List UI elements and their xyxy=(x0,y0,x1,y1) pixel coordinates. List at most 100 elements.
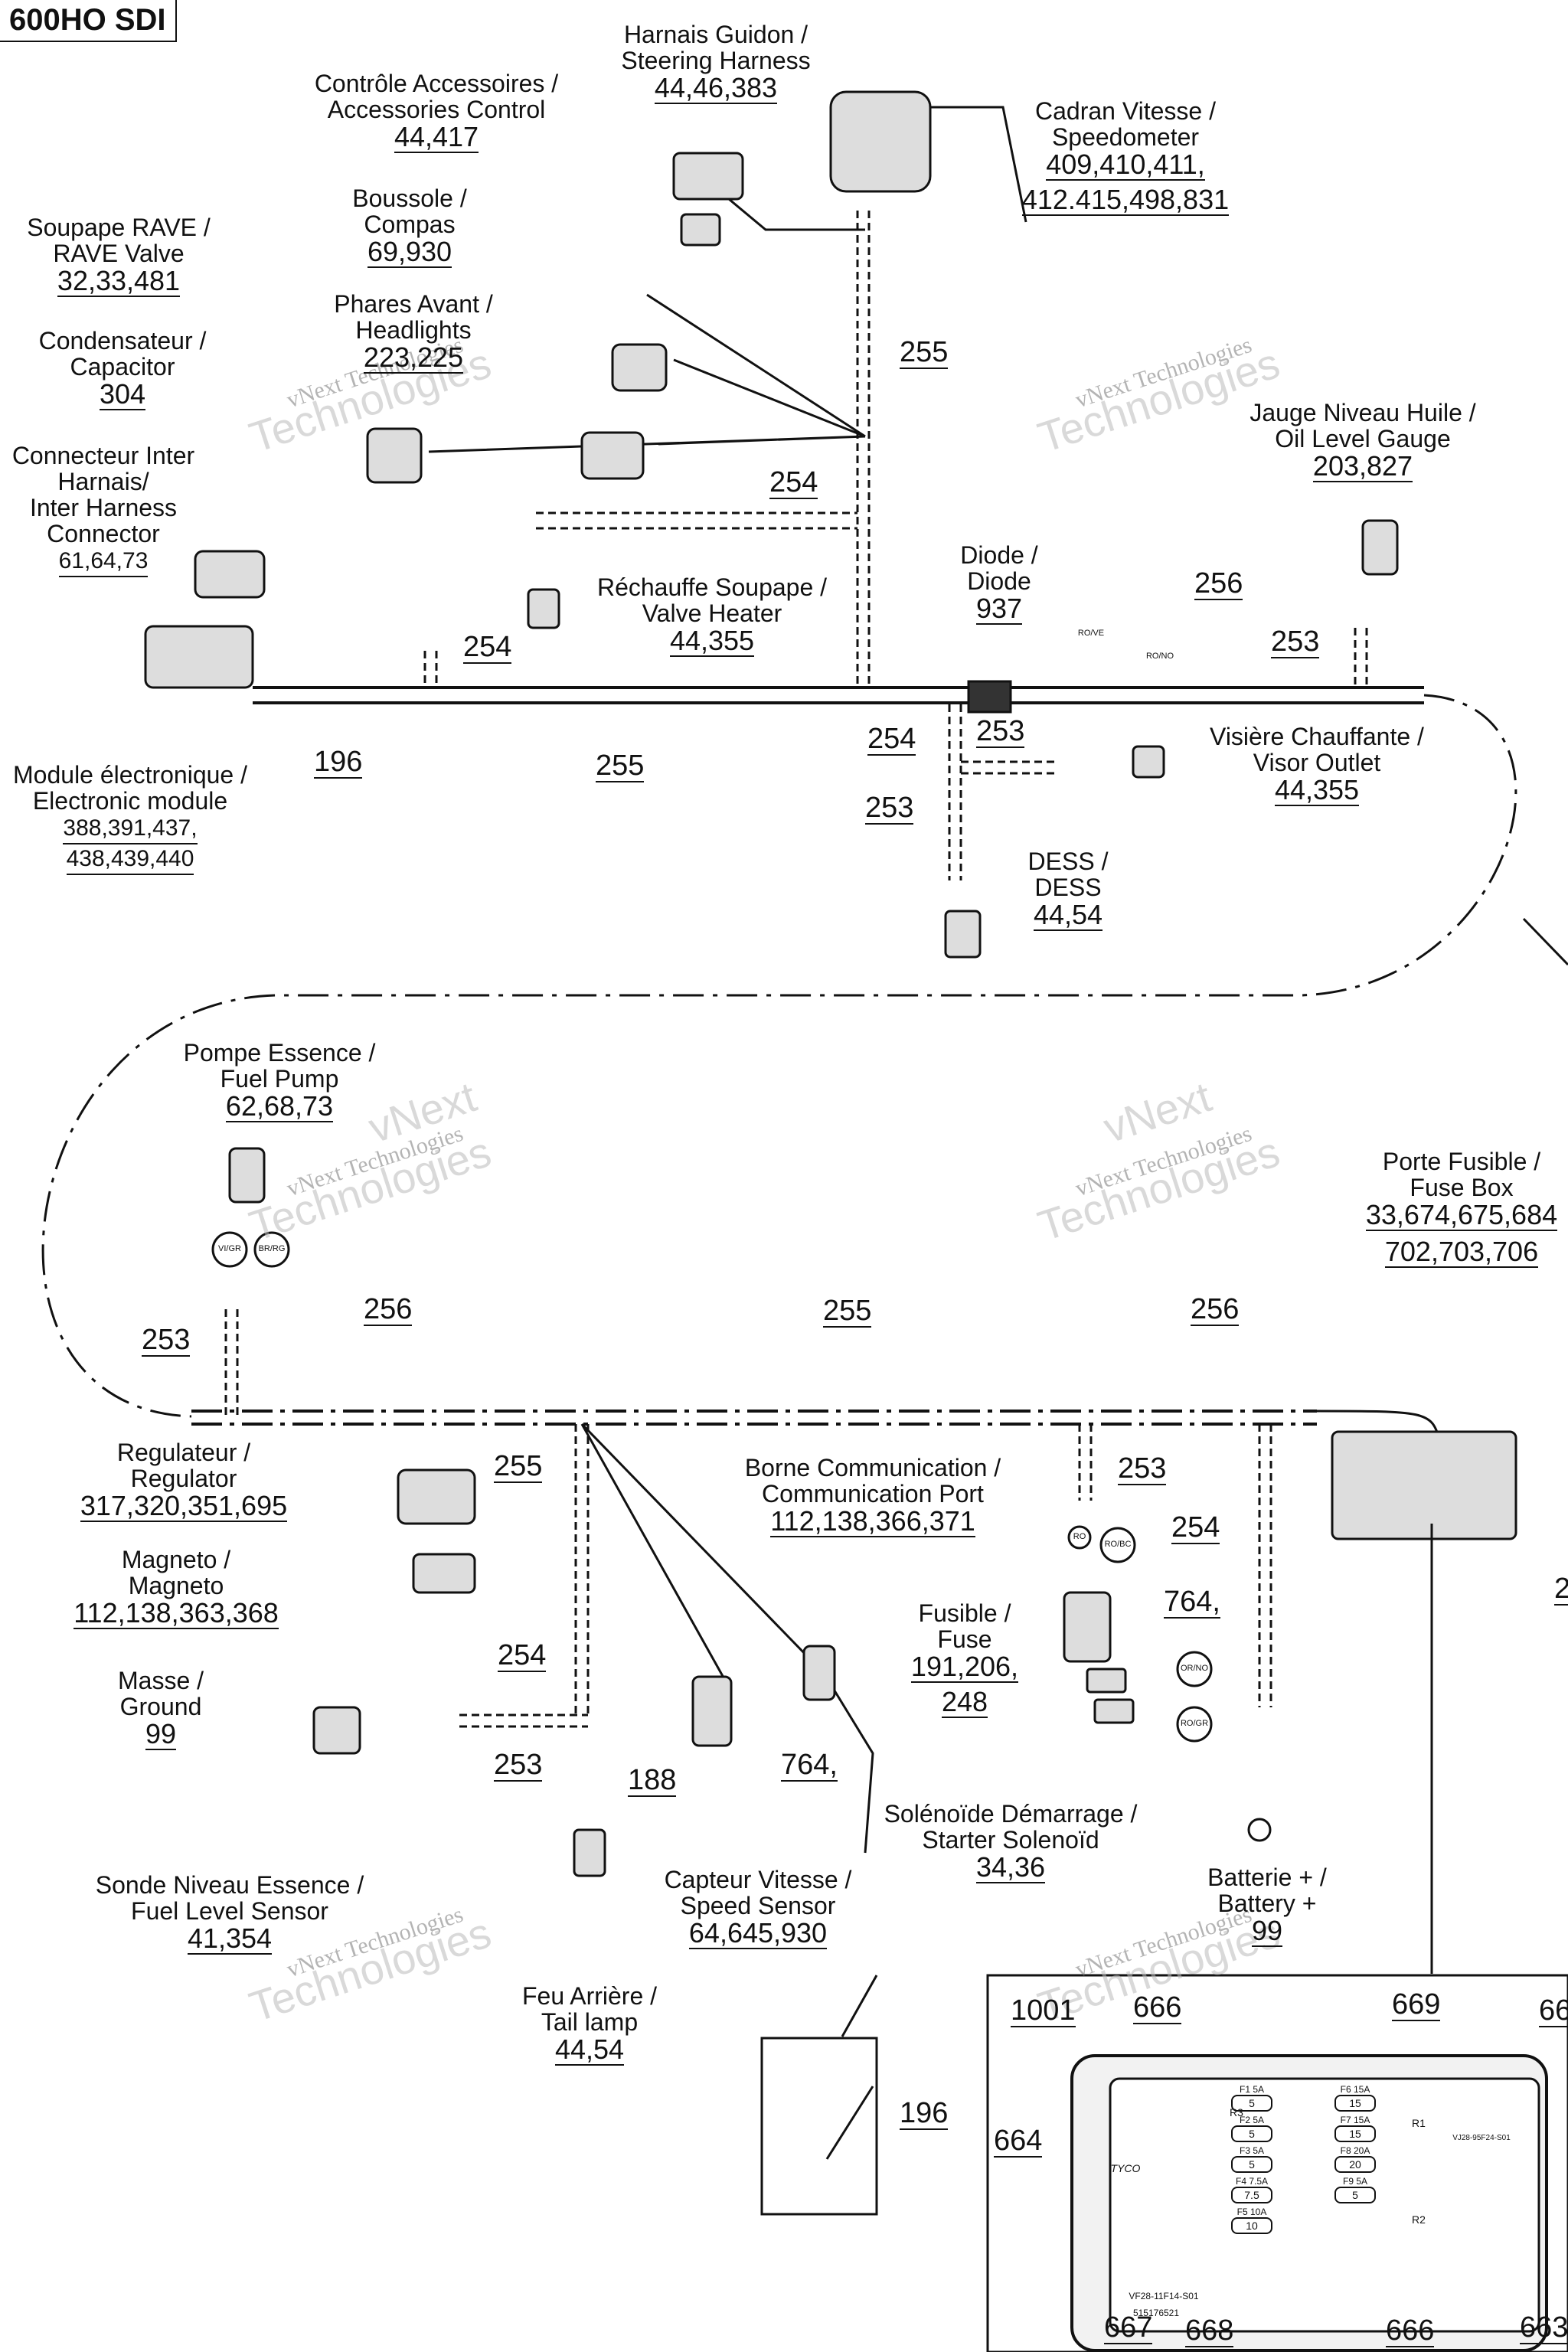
label-en: Electronic module xyxy=(32,787,228,815)
label-fr: Visière Chauffante / xyxy=(1210,723,1424,750)
inset-ref: 663 xyxy=(1520,2311,1568,2344)
model-tag: 600HO SDI xyxy=(0,0,177,42)
wire-ref: 254 xyxy=(498,1639,547,1672)
label-en: Magneto xyxy=(128,1572,224,1599)
fuse-value: 10 xyxy=(1231,2217,1272,2234)
fuse-value: 5 xyxy=(1231,2156,1272,2173)
fuse-box-label: Porte Fusible / Fuse Box 33,674,675,684 … xyxy=(1355,1148,1568,1268)
label-fr: DESS / xyxy=(1027,848,1109,875)
label-en: DESS xyxy=(1034,874,1102,901)
label-en: Starter Solenoïd xyxy=(922,1826,1099,1854)
speed-sensor-label: Capteur Vitesse / Speed Sensor 64,645,93… xyxy=(643,1867,873,1949)
inset-ref: 669 xyxy=(1392,1988,1441,2021)
speedometer-label: Cadran Vitesse / Speedometer 409,410,411… xyxy=(995,98,1256,216)
wire-color-tag: BR/RG xyxy=(258,1244,286,1253)
fuse-box-serial: 515176521 xyxy=(1132,2308,1180,2318)
electronic-module-label: Module électronique / Electronic module … xyxy=(0,762,260,875)
wire-ref: 255 xyxy=(823,1295,872,1328)
starter-solenoid-label: Solénoïde Démarrage / Starter Solenoïd 3… xyxy=(865,1801,1156,1883)
wire-ref: 764, xyxy=(1164,1586,1220,1619)
wire-ref: 255 xyxy=(900,336,949,369)
wire-color-tag: RO xyxy=(1073,1532,1086,1541)
label-en: Steering Harness xyxy=(621,47,811,74)
inset-ref: 668 xyxy=(1185,2314,1234,2347)
inter-harness-label: Connecteur Inter Harnais/ Inter Harness … xyxy=(0,443,207,577)
label-fr: Pompe Essence / xyxy=(183,1039,376,1067)
wire-ref: 254 xyxy=(769,466,818,499)
label-en: RAVE Valve xyxy=(53,240,185,267)
steering-harness-label: Harnais Guidon / Steering Harness 44,46,… xyxy=(612,21,819,104)
fuse-label: F6 15A xyxy=(1340,2084,1370,2095)
fuse-slot-f5: F5 10A 10 xyxy=(1225,2207,1279,2234)
part-refs: 248 xyxy=(941,1686,988,1718)
wire-ref: 253 xyxy=(1271,626,1320,658)
part-refs: 44,46,383 xyxy=(654,72,778,104)
part-refs: 44,54 xyxy=(1033,899,1103,931)
part-refs: 99 xyxy=(145,1718,177,1750)
fuse-value: 7.5 xyxy=(1231,2187,1272,2203)
label-fr: Harnais Guidon / xyxy=(623,21,808,48)
fuse-value: 5 xyxy=(1231,2125,1272,2142)
fuse-slot-f2: F2 5A 5 xyxy=(1225,2115,1279,2142)
label-fr: Borne Communication / xyxy=(744,1454,1001,1481)
label-fr: Sonde Niveau Essence / xyxy=(95,1871,364,1899)
part-refs: 99 xyxy=(1251,1915,1283,1947)
label-en: Visor Outlet xyxy=(1253,749,1381,776)
wire-ref: 253 xyxy=(142,1324,191,1357)
part-refs: 412.415,498,831 xyxy=(1021,184,1230,216)
wire-color-tag: RO/BC xyxy=(1104,1540,1132,1549)
label-fr: Diode / xyxy=(960,541,1038,569)
fuse-slot-f7: F7 15A 15 xyxy=(1328,2115,1382,2142)
label-en: Fuse Box xyxy=(1410,1174,1514,1201)
inset-ref: 666 xyxy=(1386,2314,1435,2347)
valve-heater-label: Réchauffe Soupape / Valve Heater 44,355 xyxy=(582,574,842,657)
part-refs: 41,354 xyxy=(187,1922,273,1955)
wire-ref: 764, xyxy=(781,1749,838,1782)
wire-color-tag: VI/GR xyxy=(218,1244,241,1253)
label-fr: Phares Avant / xyxy=(334,290,493,318)
part-refs: 62,68,73 xyxy=(225,1090,334,1122)
label-en: Compas xyxy=(364,211,456,238)
label-fr: Module électronique / xyxy=(13,761,247,789)
label-fr: Masse / xyxy=(117,1667,204,1694)
wire-ref: 256 xyxy=(1194,567,1243,600)
label-en: Inter Harness xyxy=(29,494,178,521)
wire-ref: 253 xyxy=(865,792,914,825)
label-en: Tail lamp xyxy=(541,2008,639,2036)
fuse-slot-f9: F9 5A 5 xyxy=(1328,2176,1382,2203)
wire-ref: 254 xyxy=(867,723,916,756)
wire-ref: 254 xyxy=(1171,1511,1220,1544)
label-en: Fuel Pump xyxy=(220,1065,339,1093)
wire-color-tag: RO/GR xyxy=(1180,1719,1209,1728)
wire-color-tag: RO/NO xyxy=(1145,652,1174,661)
label-en: Fuse xyxy=(937,1625,992,1653)
fuse-value: 20 xyxy=(1334,2156,1376,2173)
inset-ref: 664 xyxy=(994,2125,1043,2158)
label-en: Headlights xyxy=(355,316,472,344)
accessories-control-label: Contrôle Accessoires / Accessories Contr… xyxy=(299,70,574,153)
label-fr: Boussole / xyxy=(352,185,467,212)
label-fr: Réchauffe Soupape / xyxy=(596,573,828,601)
inset-ref: 1001 xyxy=(1011,1994,1076,2027)
part-refs: 937 xyxy=(975,593,1023,625)
part-refs: 34,36 xyxy=(975,1851,1046,1883)
part-refs: 409,410,411, xyxy=(1046,149,1205,181)
fuse-box-brand: TYCO xyxy=(1110,2162,1141,2174)
fuse-slot-f1: F1 5A 5 xyxy=(1225,2084,1279,2112)
fuse-box-part-no: VF28-11F14-S01 xyxy=(1129,2291,1199,2301)
part-refs: 438,439,440 xyxy=(66,844,194,875)
comm-port-label: Borne Communication / Communication Port… xyxy=(720,1455,1026,1537)
label-fr: Porte Fusible / xyxy=(1382,1148,1541,1175)
rave-valve-label: Soupape RAVE / RAVE Valve 32,33,481 xyxy=(11,214,226,297)
label-fr: Solénoïde Démarrage / xyxy=(884,1800,1138,1828)
label-en: Diode xyxy=(967,567,1031,595)
wire-color-tag: OR/NO xyxy=(1180,1664,1209,1673)
dess-label: DESS / DESS 44,54 xyxy=(1018,848,1118,931)
label-en: Speed Sensor xyxy=(680,1892,836,1919)
inset-ref: 66 xyxy=(1539,1995,1568,2027)
fuse-slot-f3: F3 5A 5 xyxy=(1225,2145,1279,2173)
wire-ref: 256 xyxy=(1191,1293,1240,1326)
part-refs: 64,645,930 xyxy=(688,1917,828,1949)
inset-ref: 667 xyxy=(1104,2311,1153,2344)
